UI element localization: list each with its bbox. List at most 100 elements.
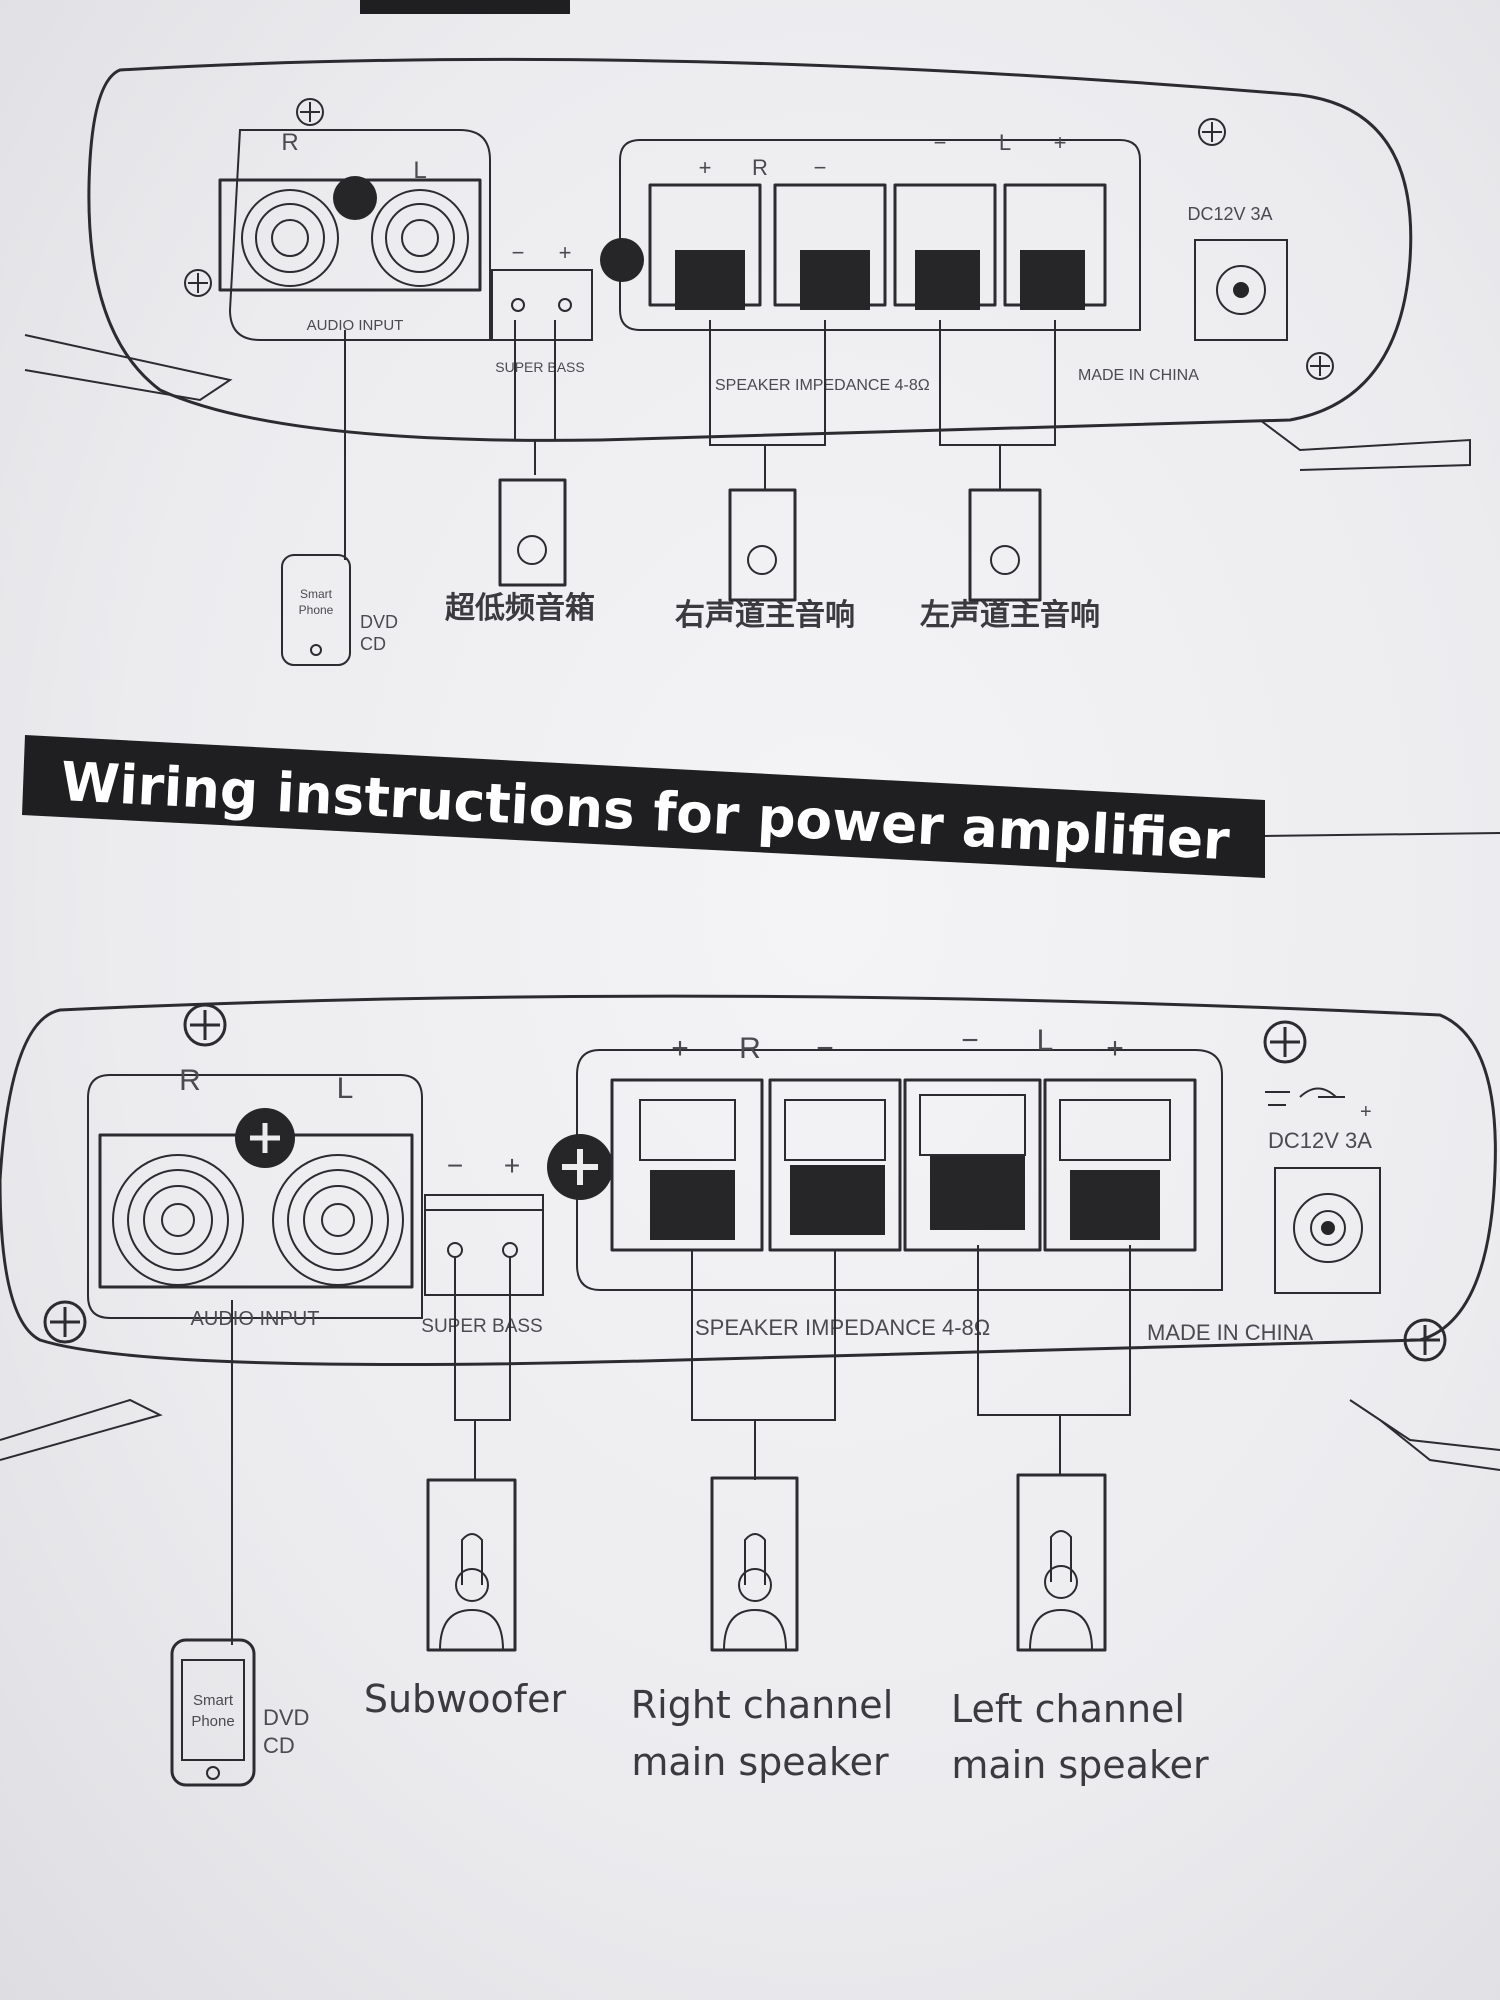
label-l: L	[1037, 1024, 1054, 1057]
amp-foot-left	[24, 334, 233, 402]
screw-icon	[1306, 352, 1334, 380]
amp-foot-left	[0, 1398, 163, 1461]
caption-subwoofer: Subwoofer	[364, 1677, 567, 1721]
left-speaker-icon	[968, 488, 1042, 602]
label-made-in-china: MADE IN CHINA	[1147, 1320, 1314, 1345]
label-speaker-impedance: SPEAKER IMPEDANCE 4-8Ω	[695, 1315, 990, 1340]
dc-jack	[1274, 1167, 1381, 1294]
label-r: R	[281, 129, 298, 156]
super-bass-terminal	[424, 1194, 544, 1296]
label-cd: CD	[263, 1733, 295, 1758]
label-cd: CD	[360, 634, 386, 654]
caption-right-line2: main speaker	[631, 1740, 889, 1784]
rca-jack-right	[241, 189, 339, 287]
label-plus: +	[1054, 130, 1067, 155]
screw-icon	[1198, 118, 1226, 146]
speaker-terminal-frame	[619, 139, 1141, 331]
audio-input-frame	[228, 129, 491, 341]
panel-screw-icon	[600, 238, 644, 282]
screw-icon	[296, 98, 324, 126]
rca-jack-right	[112, 1154, 244, 1286]
wire-left	[977, 1245, 1131, 1475]
label-plus: +	[1106, 1032, 1124, 1065]
label-minus: −	[934, 130, 947, 155]
label-minus: −	[816, 1032, 834, 1065]
label-r: R	[179, 1064, 201, 1097]
bottom-amplifier-diagram: R L AUDIO INPUT − + SUPER BASS + R − − L…	[0, 994, 1500, 1787]
speaker-terminal-frame	[576, 1049, 1223, 1291]
left-speaker-icon	[1016, 1473, 1107, 1652]
screw-icon	[43, 1300, 87, 1344]
amp-body-outline	[0, 994, 1497, 1366]
wire-sub	[454, 1258, 511, 1480]
dc-jack-icon	[1293, 1193, 1363, 1263]
label-l: L	[999, 130, 1011, 155]
label-plus: +	[671, 1032, 689, 1065]
terminal-screw-icon	[502, 1242, 518, 1258]
amp-foot-right	[1259, 419, 1471, 471]
svg-text:+: +	[1360, 1101, 1372, 1123]
top-amplifier-diagram: R L AUDIO INPUT − + SUPER BASS + R − − L…	[24, 0, 1471, 666]
subwoofer-speaker-icon	[498, 478, 567, 587]
caption-right-line1: Right channel	[631, 1683, 894, 1727]
terminal-screw-icon	[447, 1242, 463, 1258]
label-minus: −	[447, 1150, 463, 1181]
caption-cn-left: 左声道主音响	[920, 598, 1100, 633]
screw-icon	[184, 269, 212, 297]
wire-sub	[514, 320, 556, 475]
label-dvd: DVD	[263, 1705, 309, 1730]
wire-right	[709, 320, 826, 490]
wire-left	[939, 320, 1056, 490]
section-title: Wiring instructions for power amplifier	[22, 735, 1500, 878]
label-speaker-impedance: SPEAKER IMPEDANCE 4-8Ω	[715, 377, 930, 394]
subwoofer-speaker-icon	[426, 1478, 517, 1652]
screw-icon	[1263, 1020, 1307, 1064]
svg-text:Phone: Phone	[191, 1713, 234, 1730]
label-audio-input: AUDIO INPUT	[307, 317, 404, 334]
label-made-in-china: MADE IN CHINA	[1078, 367, 1199, 384]
dc-jack	[1194, 239, 1288, 341]
label-r: R	[752, 155, 768, 180]
right-speaker-icon	[710, 1476, 799, 1652]
speaker-terminals-bottom	[610, 1078, 1197, 1252]
amp-body-outline	[87, 57, 1413, 442]
super-bass-terminal	[491, 269, 593, 341]
title-bar	[22, 735, 1265, 878]
terminal-screw-icon	[511, 298, 525, 312]
label-l: L	[337, 1072, 354, 1105]
rca-jack-left	[371, 189, 469, 287]
caption-cn-subwoofer: 超低频音箱	[445, 591, 595, 626]
label-minus: −	[814, 155, 827, 180]
label-power-rating: DC12V 3A	[1187, 204, 1272, 224]
right-speaker-icon	[728, 488, 797, 602]
wire-right	[691, 1250, 836, 1480]
rca-screw-icon	[333, 176, 377, 220]
label-audio-input: AUDIO INPUT	[191, 1308, 320, 1330]
dc-polarity-icon: +	[1265, 1087, 1372, 1123]
label-super-bass: SUPER BASS	[421, 1316, 542, 1337]
label-plus: +	[559, 240, 572, 265]
label-super-bass: SUPER BASS	[495, 359, 584, 375]
svg-text:Phone: Phone	[299, 603, 334, 617]
caption-left-line1: Left channel	[951, 1687, 1185, 1731]
label-plus: +	[699, 155, 712, 180]
caption-cn-right: 右声道主音响	[675, 598, 855, 633]
screw-icon	[183, 1003, 227, 1047]
caption-left-line2: main speaker	[951, 1743, 1209, 1787]
label-plus: +	[504, 1150, 520, 1181]
amp-foot-right	[1349, 1399, 1500, 1471]
label-minus: −	[512, 240, 525, 265]
screw-icon	[1403, 1318, 1447, 1362]
dc-jack-icon	[1216, 265, 1266, 315]
audio-input-frame	[87, 1074, 423, 1319]
speaker-terminals-top	[648, 183, 1107, 310]
smartphone-icon: Smart Phone	[281, 554, 351, 666]
smartphone-icon: Smart Phone	[170, 1638, 256, 1787]
label-minus: −	[961, 1024, 979, 1057]
terminal-screw-icon	[558, 298, 572, 312]
label-power-rating: DC12V 3A	[1268, 1128, 1372, 1153]
svg-text:Smart: Smart	[193, 1692, 234, 1709]
label-dvd: DVD	[360, 612, 398, 632]
